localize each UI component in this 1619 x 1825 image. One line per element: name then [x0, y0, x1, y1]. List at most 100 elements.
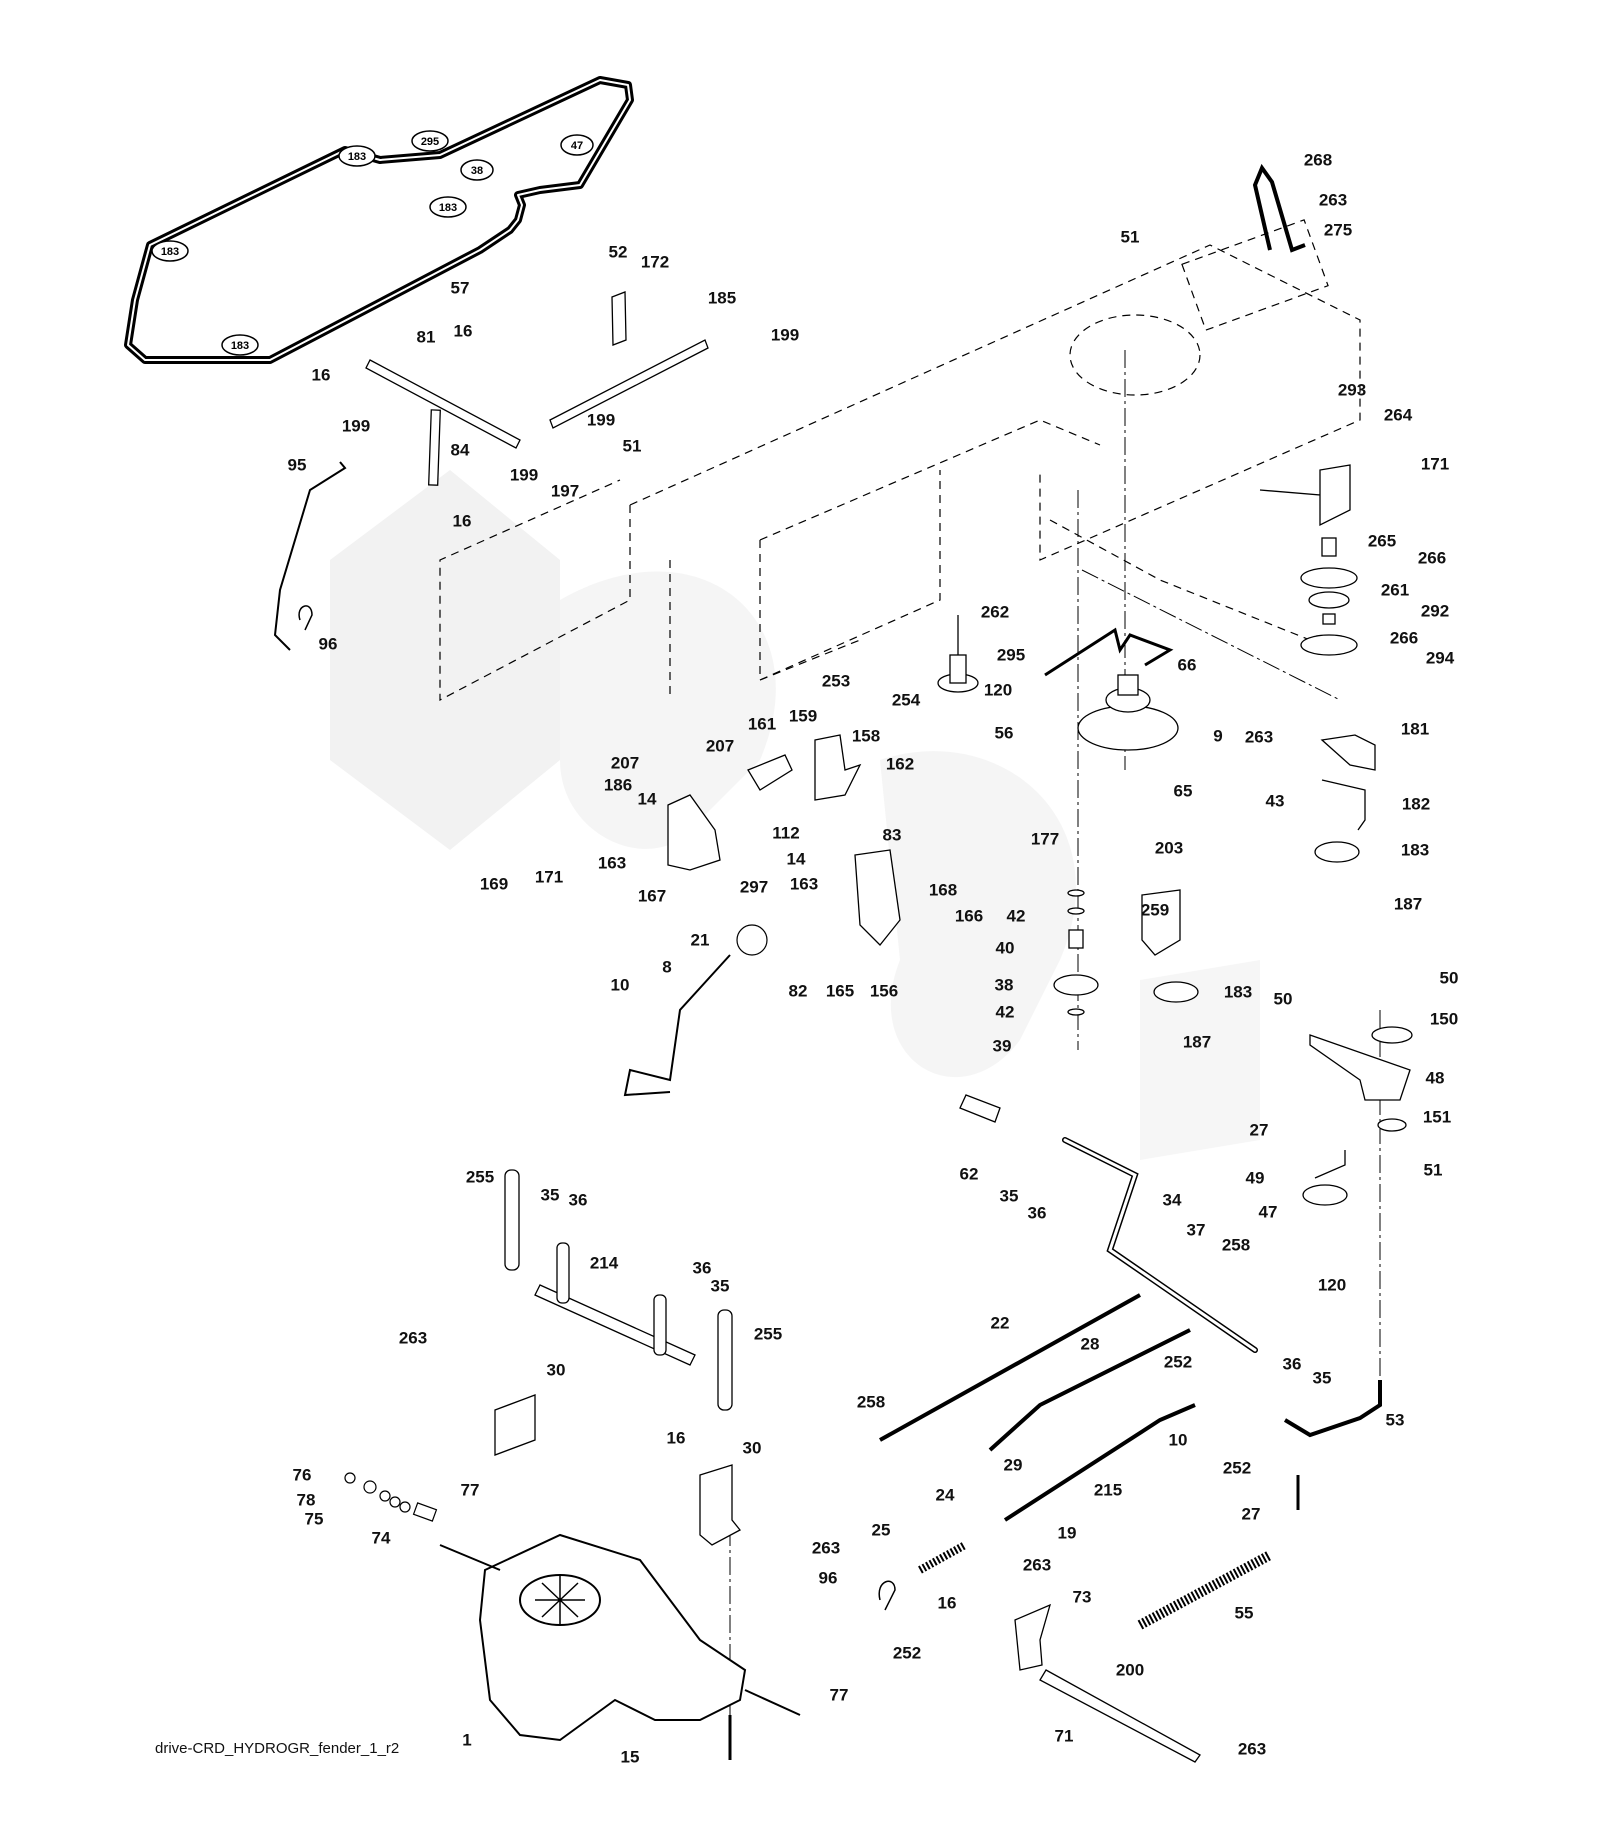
part-callout-95[interactable]: 95: [287, 455, 307, 475]
part-callout-261[interactable]: 261: [1380, 580, 1410, 600]
part-callout-19[interactable]: 19: [1057, 1523, 1077, 1543]
part-callout-47[interactable]: 47: [1258, 1202, 1278, 1222]
part-callout-66[interactable]: 66: [1177, 655, 1197, 675]
part-callout-295[interactable]: 295: [996, 645, 1026, 665]
part-callout-199[interactable]: 199: [586, 410, 616, 430]
part-callout-263[interactable]: 263: [1022, 1555, 1052, 1575]
part-callout-197[interactable]: 197: [550, 481, 580, 501]
part-callout-262[interactable]: 262: [980, 602, 1010, 622]
part-callout-254[interactable]: 254: [891, 690, 921, 710]
lift-link-84[interactable]: [428, 409, 441, 486]
part-callout-293[interactable]: 293: [1337, 380, 1367, 400]
part-callout-21[interactable]: 21: [690, 930, 710, 950]
rod-28[interactable]: [988, 1328, 1191, 1452]
part-callout-163[interactable]: 163: [597, 853, 627, 873]
part-callout-266[interactable]: 266: [1389, 628, 1419, 648]
bracket-30-center[interactable]: [699, 1464, 741, 1546]
part-callout-35[interactable]: 35: [1312, 1368, 1332, 1388]
part-callout-275[interactable]: 275: [1323, 220, 1353, 240]
part-callout-151[interactable]: 151: [1422, 1107, 1452, 1127]
part-callout-36[interactable]: 36: [568, 1190, 588, 1210]
part-callout-187[interactable]: 187: [1182, 1032, 1212, 1052]
cross-shaft-214[interactable]: [534, 1242, 696, 1366]
part-callout-36[interactable]: 36: [1282, 1354, 1302, 1374]
part-callout-75[interactable]: 75: [304, 1509, 324, 1529]
part-callout-120[interactable]: 120: [983, 680, 1013, 700]
part-callout-171[interactable]: 171: [1420, 454, 1450, 474]
hairpin-clip-96[interactable]: [298, 605, 896, 1611]
part-callout-265[interactable]: 265: [1367, 531, 1397, 551]
part-callout-16[interactable]: 16: [937, 1593, 957, 1613]
part-callout-167[interactable]: 167: [637, 886, 667, 906]
transaxle-1[interactable]: [439, 1533, 801, 1742]
part-callout-182[interactable]: 182: [1401, 794, 1431, 814]
part-callout-112[interactable]: 112: [772, 823, 800, 843]
part-callout-187[interactable]: 187: [1393, 894, 1423, 914]
brake-arm-71[interactable]: [1039, 1669, 1201, 1763]
part-callout-258[interactable]: 258: [1221, 1235, 1251, 1255]
part-callout-10[interactable]: 10: [610, 975, 630, 995]
part-callout-168[interactable]: 168: [928, 880, 958, 900]
part-callout-263[interactable]: 263: [1318, 190, 1348, 210]
part-callout-294[interactable]: 294: [1425, 648, 1455, 668]
part-callout-84[interactable]: 84: [450, 440, 470, 460]
part-callout-50[interactable]: 50: [1273, 989, 1293, 1009]
part-callout-8[interactable]: 8: [662, 957, 672, 977]
axle-spacers[interactable]: [344, 1472, 438, 1522]
part-callout-77[interactable]: 77: [460, 1480, 480, 1500]
idler-bracket-264[interactable]: [1259, 464, 1351, 527]
part-callout-56[interactable]: 56: [994, 723, 1014, 743]
part-callout-207[interactable]: 207: [705, 736, 735, 756]
knob-21[interactable]: [736, 924, 768, 956]
part-callout-37[interactable]: 37: [1186, 1220, 1206, 1240]
part-callout-16[interactable]: 16: [311, 365, 331, 385]
part-callout-186[interactable]: 186: [603, 775, 633, 795]
part-callout-162[interactable]: 162: [885, 754, 915, 774]
engine-pulley-9[interactable]: [1077, 674, 1179, 751]
part-callout-199[interactable]: 199: [509, 465, 539, 485]
part-callout-258[interactable]: 258: [856, 1392, 886, 1412]
bracket-181-182[interactable]: [1314, 734, 1376, 863]
part-callout-14[interactable]: 14: [637, 789, 657, 809]
part-callout-82[interactable]: 82: [788, 981, 808, 1001]
part-callout-264[interactable]: 264: [1383, 405, 1413, 425]
part-callout-51[interactable]: 51: [1423, 1160, 1443, 1180]
part-callout-16[interactable]: 16: [453, 321, 473, 341]
part-callout-40[interactable]: 40: [995, 938, 1015, 958]
part-callout-35[interactable]: 35: [710, 1276, 730, 1296]
belt-guide-66[interactable]: [1044, 627, 1174, 677]
part-callout-185[interactable]: 185: [707, 288, 737, 308]
part-callout-27[interactable]: 27: [1249, 1120, 1269, 1140]
part-callout-96[interactable]: 96: [818, 1568, 838, 1588]
part-callout-53[interactable]: 53: [1385, 1410, 1405, 1430]
part-callout-215[interactable]: 215: [1093, 1480, 1123, 1500]
part-callout-203[interactable]: 203: [1154, 838, 1184, 858]
lift-arm-185[interactable]: [549, 339, 709, 429]
lift-shaft-81[interactable]: [365, 359, 521, 449]
part-callout-161[interactable]: 161: [747, 714, 777, 734]
part-callout-52[interactable]: 52: [608, 242, 628, 262]
part-callout-65[interactable]: 65: [1173, 781, 1193, 801]
part-callout-169[interactable]: 169: [479, 874, 509, 894]
part-callout-24[interactable]: 24: [935, 1485, 955, 1505]
part-callout-73[interactable]: 73: [1072, 1587, 1092, 1607]
part-callout-150[interactable]: 150: [1429, 1009, 1459, 1029]
part-callout-156[interactable]: 156: [869, 981, 899, 1001]
part-callout-183[interactable]: 183: [1223, 982, 1253, 1002]
part-callout-163[interactable]: 163: [789, 874, 819, 894]
part-callout-255[interactable]: 255: [465, 1167, 495, 1187]
part-callout-62[interactable]: 62: [959, 1164, 979, 1184]
lift-rod-95[interactable]: [273, 461, 347, 651]
spring-55[interactable]: [1137, 1550, 1273, 1630]
arm-159[interactable]: [747, 754, 793, 791]
part-callout-263[interactable]: 263: [811, 1538, 841, 1558]
part-callout-36[interactable]: 36: [1027, 1203, 1047, 1223]
part-callout-51[interactable]: 51: [1120, 227, 1140, 247]
part-callout-36[interactable]: 36: [692, 1258, 712, 1278]
idler-pulley-295[interactable]: [937, 615, 979, 693]
part-callout-266[interactable]: 266: [1417, 548, 1447, 568]
part-callout-49[interactable]: 49: [1245, 1168, 1265, 1188]
part-callout-35[interactable]: 35: [999, 1186, 1019, 1206]
part-callout-15[interactable]: 15: [620, 1747, 640, 1767]
bracket-30-left[interactable]: [494, 1394, 536, 1456]
